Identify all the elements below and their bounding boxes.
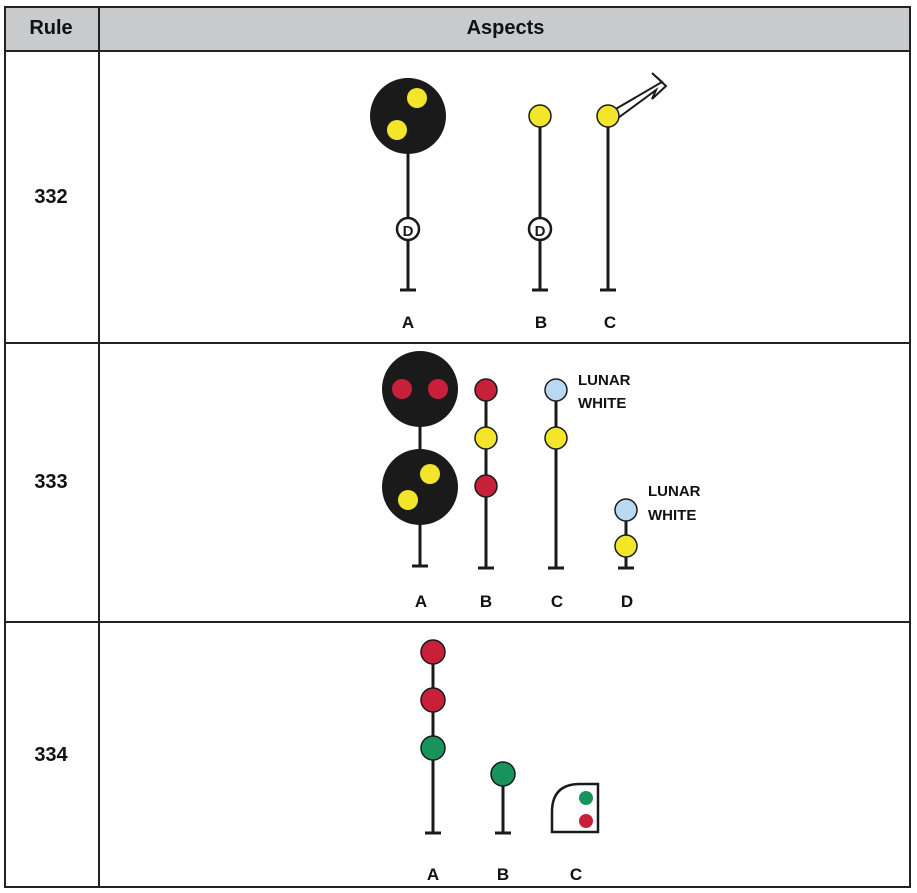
green-light xyxy=(490,761,516,787)
column-divider xyxy=(98,6,100,888)
yellow-light xyxy=(614,534,638,558)
target-background xyxy=(382,449,458,525)
rule-334: 334 xyxy=(34,744,68,766)
signal-332-a: D xyxy=(370,78,446,292)
row-divider-1 xyxy=(4,342,911,344)
signal-333-d xyxy=(614,498,638,570)
label-333-d: D xyxy=(621,592,633,611)
signal-333-b xyxy=(474,378,498,570)
note-333-c-line1: LUNAR xyxy=(578,372,631,389)
signal-334-b xyxy=(490,761,516,835)
row-divider-2 xyxy=(4,621,911,623)
marker-light xyxy=(527,216,553,242)
marker-light xyxy=(395,216,421,242)
marker-letter: D xyxy=(403,223,414,240)
green-light xyxy=(579,791,593,805)
target-background xyxy=(382,351,458,427)
table-border-right xyxy=(909,6,911,888)
yellow-light xyxy=(387,120,407,140)
red-light xyxy=(474,474,498,498)
table-border-bottom xyxy=(4,886,911,888)
green-light xyxy=(420,735,446,761)
yellow-light xyxy=(474,426,498,450)
rule-332: 332 xyxy=(34,185,68,208)
yellow-light xyxy=(407,88,427,108)
signal-334-a xyxy=(420,639,446,835)
target-background xyxy=(370,78,446,154)
red-light xyxy=(420,687,446,713)
yellow-light xyxy=(420,464,440,484)
note-333-d-line2: WHITE xyxy=(648,507,696,524)
header-divider xyxy=(4,50,911,52)
signal-334-c xyxy=(550,782,600,834)
label-334-a: A xyxy=(427,865,439,884)
red-light xyxy=(392,379,412,399)
signal-333-c xyxy=(544,378,568,570)
label-334-c: C xyxy=(570,865,582,884)
lunar-white-light xyxy=(614,498,638,522)
label-332-b: B xyxy=(535,313,547,332)
red-light xyxy=(579,814,593,828)
yellow-light xyxy=(398,490,418,510)
table-border-top xyxy=(4,6,911,8)
header-aspects: Aspects xyxy=(100,6,911,50)
note-333-d-line1: LUNAR xyxy=(648,483,701,500)
label-333-a: A xyxy=(415,592,427,611)
lunar-white-light xyxy=(544,378,568,402)
signal-332-b: D xyxy=(527,104,553,292)
table-border-left xyxy=(4,6,6,888)
yellow-light xyxy=(528,104,552,128)
marker-letter: D xyxy=(535,223,546,240)
label-333-b: B xyxy=(480,592,492,611)
arrow-icon xyxy=(612,72,668,120)
label-332-c: C xyxy=(604,313,616,332)
yellow-light xyxy=(596,104,620,128)
label-334-b: B xyxy=(497,865,509,884)
signal-333-a xyxy=(382,351,458,568)
red-light xyxy=(420,639,446,665)
rule-333: 333 xyxy=(34,471,68,493)
red-light xyxy=(474,378,498,402)
header-rule: Rule xyxy=(4,6,98,50)
note-333-c-line2: WHITE xyxy=(578,395,626,412)
red-light xyxy=(428,379,448,399)
label-332-a: A xyxy=(402,313,414,332)
aspects-table: Rule Aspects 332 333 334 xyxy=(4,6,911,888)
label-333-c: C xyxy=(551,592,563,611)
signal-332-c xyxy=(596,72,668,292)
yellow-light xyxy=(544,426,568,450)
